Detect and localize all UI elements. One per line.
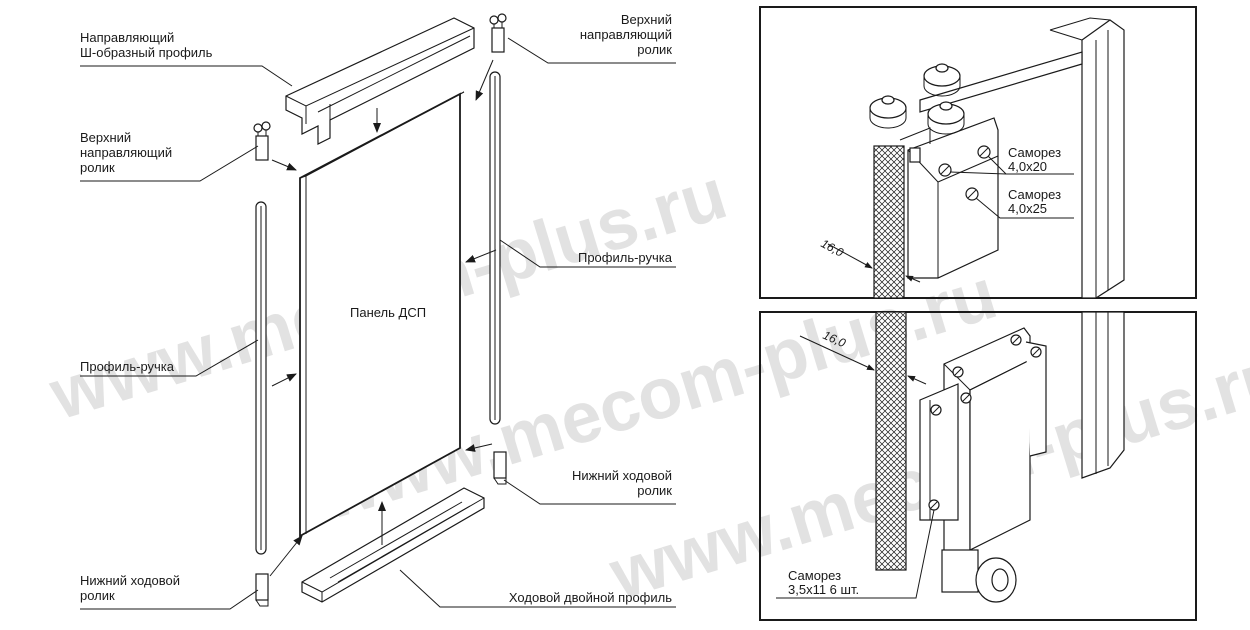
label-screw-3x11-2: 3,5х11 6 шт. [788, 582, 859, 597]
label-screw-3x11-1: Саморез [788, 568, 841, 583]
label-screw-4x25-2: 4,0х25 [1008, 201, 1047, 216]
label-screw-4x25-1: Саморез [1008, 187, 1061, 202]
top-roller-right [489, 13, 507, 53]
top-roller-detail: 16,0 Саморез 4,0х20 Саморез 4,0х25 [759, 6, 1197, 299]
label-top-roller-left-2: направляющий [80, 145, 172, 160]
label-panel: Панель ДСП [350, 305, 426, 320]
label-bottom-roller-left-1: Нижний ходовой [80, 573, 180, 588]
bottom-roller-detail: 16,0 Саморез 3,5х11 6 шт. [759, 311, 1197, 621]
label-top-roller-right-1: Верхний [621, 12, 672, 27]
label-shaped-profile-2: Ш-образный профиль [80, 45, 213, 60]
label-top-roller-left-1: Верхний [80, 130, 131, 145]
label-handle-right: Профиль-ручка [578, 250, 673, 265]
label-screw-4x20-1: Саморез [1008, 145, 1061, 160]
label-shaped-profile-1: Направляющий [80, 30, 174, 45]
top-thickness-label: 16,0 [819, 236, 846, 259]
exploded-view: Направляющий Ш-образный профиль Верхний … [80, 12, 676, 610]
right-handle-profile [489, 71, 501, 425]
watermark: www.mecom-plus.ru www.mecom-plus.ru www.… [40, 154, 1250, 616]
left-handle-profile [255, 201, 267, 555]
bottom-detail-frame [759, 311, 1197, 621]
chipboard-panel [299, 91, 465, 538]
label-bottom-roller-left-2: ролик [80, 588, 115, 603]
label-screw-4x20-2: 4,0х20 [1008, 159, 1047, 174]
assembly-arrows [269, 59, 497, 577]
label-top-roller-left-3: ролик [80, 160, 115, 175]
bottom-roller-left [255, 573, 269, 607]
top-detail-frame [759, 6, 1197, 299]
label-top-roller-right-2: направляющий [580, 27, 672, 42]
leader-lines [80, 37, 676, 610]
label-double-track: Ходовой двойной профиль [509, 590, 672, 605]
label-bottom-roller-right-1: Нижний ходовой [572, 468, 672, 483]
double-running-track [301, 487, 485, 603]
label-handle-left: Профиль-ручка [80, 359, 175, 374]
label-top-roller-right-3: ролик [637, 42, 672, 57]
top-guide-profile [285, 17, 475, 145]
top-roller-left [253, 121, 271, 161]
label-bottom-roller-right-2: ролик [637, 483, 672, 498]
